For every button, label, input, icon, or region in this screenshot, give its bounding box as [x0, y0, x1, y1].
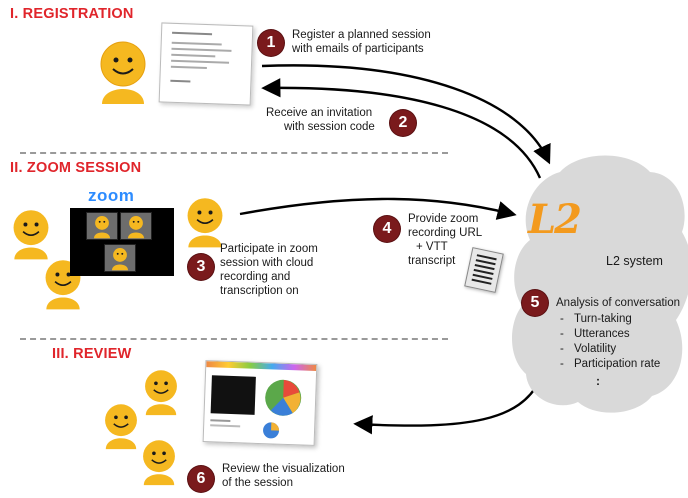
step-badge-5: 5 [522, 290, 548, 316]
step-badge-4: 4 [374, 216, 400, 242]
analysis-list: Turn-taking Utterances Volatility Partic… [560, 312, 660, 372]
step-badge-3: 3 [188, 254, 214, 280]
section-title-zoom: II. ZOOM SESSION [10, 160, 142, 176]
step-2-text: Receive an invitation with session code [266, 107, 375, 133]
registration-form-icon [158, 22, 254, 106]
participant-smiley-icon [105, 404, 137, 450]
step-badge-6: 6 [188, 466, 214, 492]
arrow-register [261, 64, 551, 165]
l2-system-label: L2 system [606, 254, 663, 268]
step-badge-2: 2 [390, 110, 416, 136]
arrow-review [353, 379, 542, 435]
step-4-text: Provide zoom recording URL + VTT transcr… [408, 213, 483, 267]
visualization-dashboard-icon [202, 360, 318, 446]
step-3-text: Participate in zoom session with cloud r… [220, 243, 318, 297]
divider-1 [20, 152, 448, 154]
participant-smiley-icon [143, 440, 175, 486]
zoom-logo: zoom [88, 186, 135, 205]
zoom-meeting-window [70, 208, 174, 276]
video-tile [120, 212, 152, 240]
analysis-item: Utterances [560, 327, 660, 342]
participant-smiley-icon [145, 370, 177, 416]
analysis-item: Turn-taking [560, 312, 660, 327]
analysis-item: Participation rate [560, 357, 660, 372]
l2-cloud [512, 155, 688, 413]
arrow-zoom-upload [239, 197, 517, 220]
step-5-text: Analysis of conversation [556, 297, 681, 309]
participant-smiley-icon [100, 41, 146, 104]
arrow-invitation [261, 78, 542, 179]
section-title-review: III. REVIEW [52, 346, 132, 362]
l2-logo: L2 [528, 196, 582, 243]
analysis-item: Volatility [560, 342, 660, 357]
step-badge-1: 1 [258, 30, 284, 56]
divider-2 [20, 338, 448, 340]
step-6-text: Review the visualization of the session [222, 463, 345, 489]
video-tile [86, 212, 118, 240]
analysis-ellipsis: : [596, 374, 600, 388]
step-1-text: Register a planned session with emails o… [292, 29, 431, 55]
section-title-registration: I. REGISTRATION [10, 6, 134, 22]
participant-smiley-icon [187, 198, 223, 248]
video-tile [104, 244, 136, 272]
participant-smiley-icon [13, 210, 49, 260]
